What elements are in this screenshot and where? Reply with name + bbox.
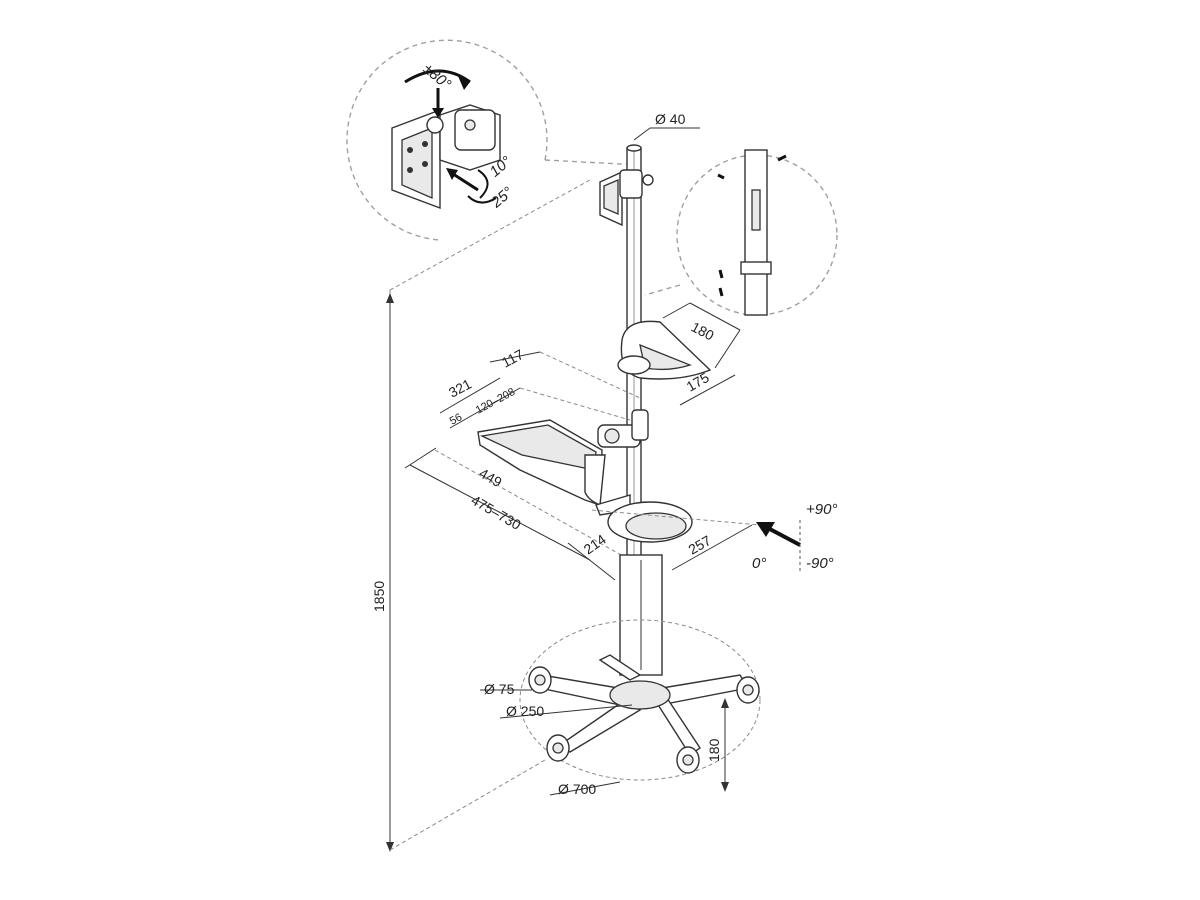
caster	[676, 746, 700, 774]
upper-tray: 180 175	[617, 302, 741, 406]
caster	[546, 734, 570, 762]
hub-diameter-label: Ø 250	[506, 703, 544, 719]
caster	[528, 666, 552, 694]
tray-width-label: 180	[689, 319, 717, 344]
mount-detail-callout: ±80° 10° 25°	[346, 39, 641, 291]
caster	[736, 676, 760, 704]
mouse-pad-depth-label: 214	[581, 531, 609, 558]
keyboard-width-label: 449	[477, 465, 505, 491]
rotate-minus-label: -90°	[806, 555, 834, 572]
rotate-plus-label: +90°	[806, 501, 837, 518]
pole-joint-callout	[644, 149, 838, 316]
keyboard-small-label: 56	[448, 411, 464, 427]
tilt-back-label: 25°	[487, 184, 516, 212]
total-height-label: 1850	[371, 581, 387, 612]
mouse-pad-width-label: 257	[686, 532, 714, 558]
keyboard-depth-label: 321	[446, 375, 474, 400]
pole-diameter-label: Ø 40	[655, 111, 686, 127]
height-dimension: 1850	[371, 290, 546, 852]
arm-offset-label: 117	[499, 346, 526, 371]
rotate-zero-label: 0°	[752, 555, 766, 572]
base-assembly: Ø 75 Ø 250 180 Ø 700	[480, 554, 761, 797]
base-height-label: 180	[706, 738, 722, 762]
mouse-pad: 214 257	[567, 501, 761, 581]
rotation-indicator: +90° 0° -90°	[752, 501, 837, 572]
base-diameter-label: Ø 700	[558, 781, 596, 797]
keyboard-range-label: 120–208	[474, 386, 517, 417]
caster-diameter-label: Ø 75	[484, 681, 515, 697]
arm-extension-label: 475–730	[469, 492, 524, 533]
